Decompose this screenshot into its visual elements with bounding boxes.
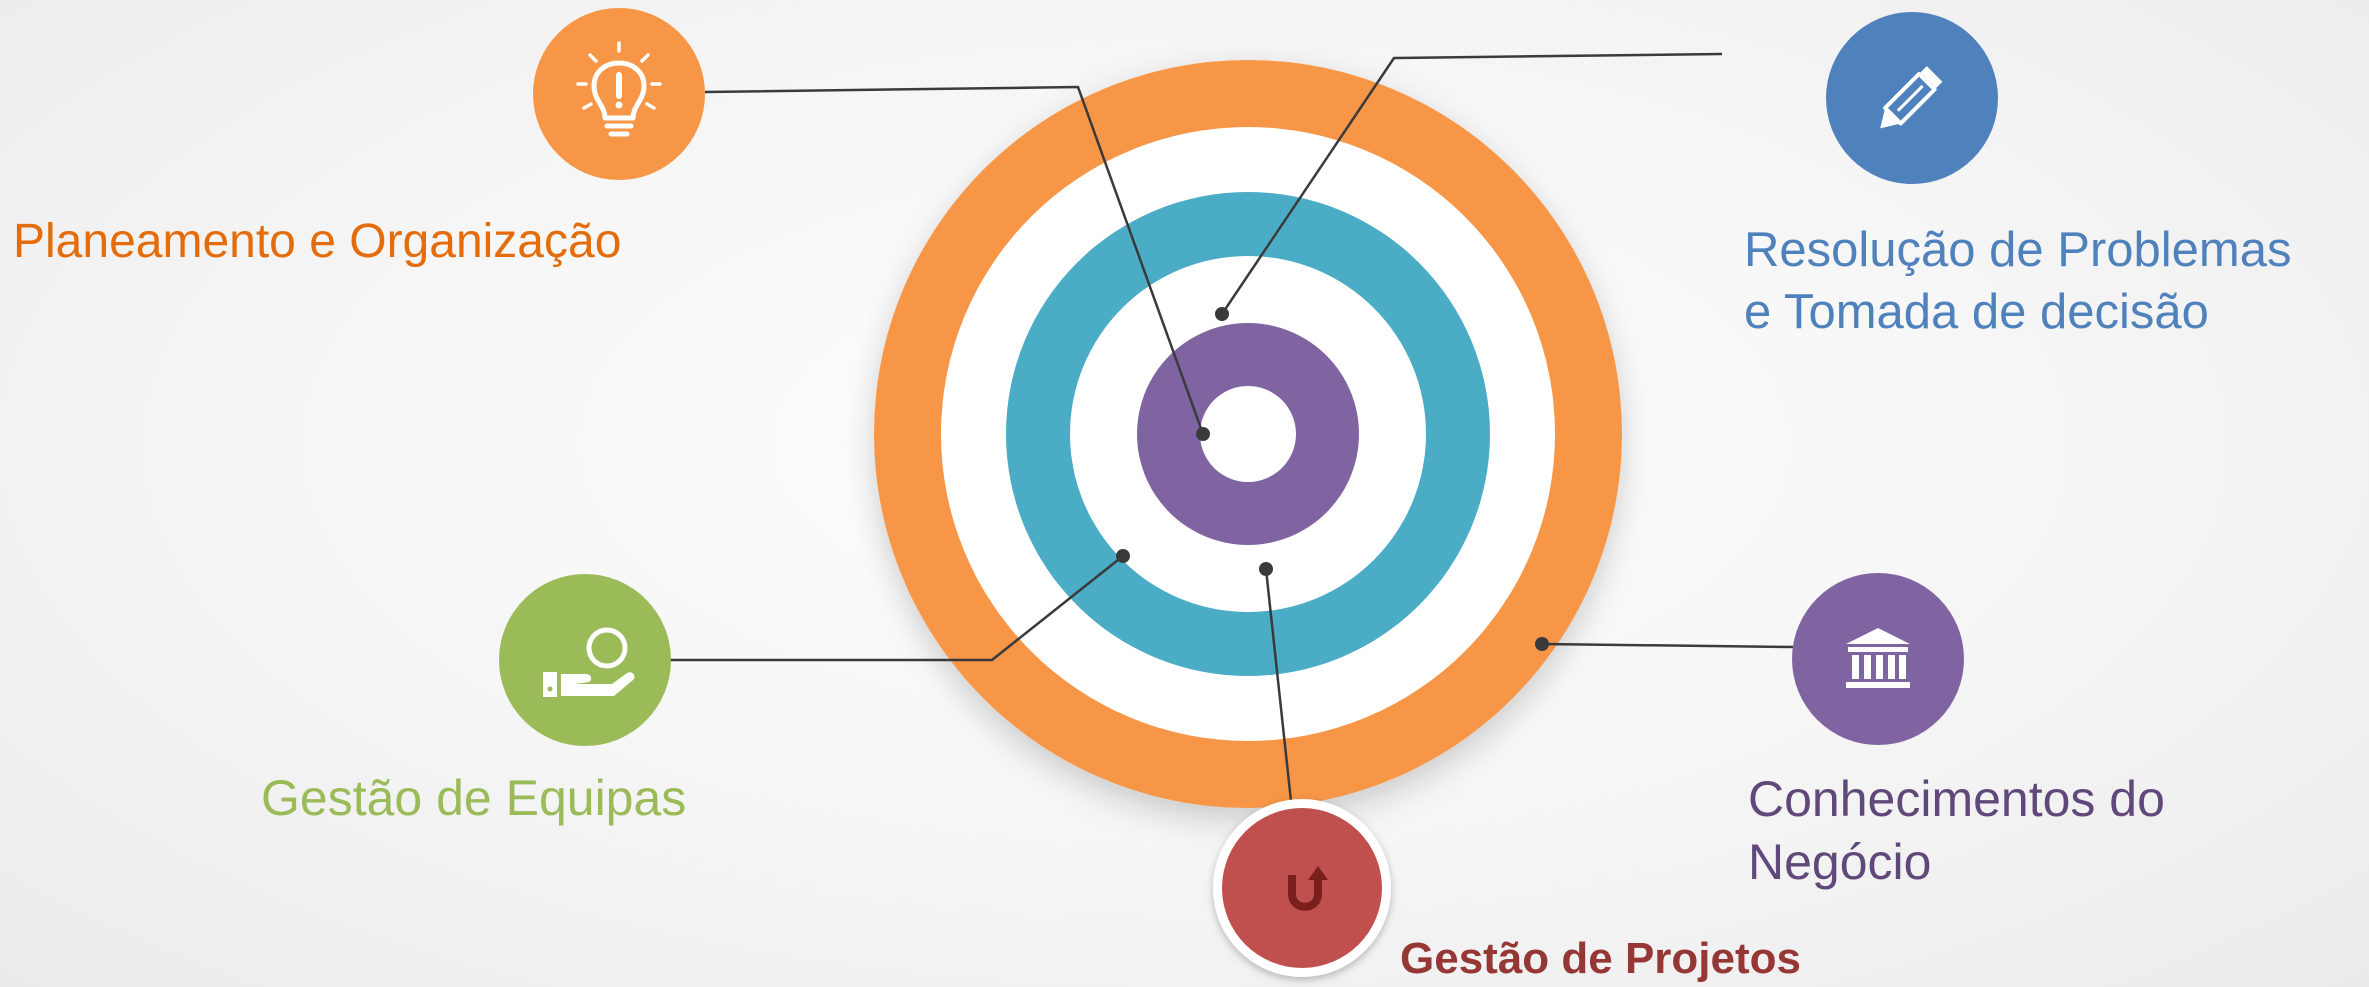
label-resolucao-line1: Resolução de Problemas — [1744, 223, 2292, 277]
connector-projetos — [1264, 568, 1296, 830]
connector-planeamento — [704, 85, 1205, 435]
u-turn-arrow-icon — [1288, 866, 1328, 911]
connector-resolucao — [1220, 52, 1723, 315]
hand-coin-icon — [543, 627, 635, 697]
dot-resolucao — [1215, 307, 1229, 321]
dot-projetos — [1259, 562, 1273, 576]
connector-equipas — [670, 555, 1124, 662]
label-negocio-line2: Negócio — [1748, 834, 1932, 890]
pencil-icon — [1880, 66, 1943, 129]
bubble-planeamento — [533, 8, 705, 180]
connector-dots — [1116, 307, 1549, 651]
bubble-negocio — [1792, 573, 1964, 745]
bank-icon — [1846, 628, 1910, 688]
connectors — [670, 52, 1794, 830]
dot-negocio — [1535, 637, 1549, 651]
label-resolucao-line2: e Tomada de decisão — [1744, 284, 2209, 339]
bubble-green — [499, 574, 671, 746]
dot-equipas — [1116, 549, 1130, 563]
dot-planeamento — [1196, 427, 1210, 441]
lightbulb-icon — [576, 41, 662, 137]
label-planeamento: Planeamento e Organização — [13, 215, 622, 268]
bubble-red — [1222, 808, 1382, 968]
bubble-resolucao — [1826, 12, 1998, 184]
connector-negocio — [1541, 642, 1794, 649]
bubble-equipas — [499, 574, 671, 746]
ring-center — [1200, 386, 1296, 482]
label-negocio-line1: Conhecimentos do — [1748, 771, 2165, 827]
label-negocio: Conhecimentos do Negócio — [1748, 768, 2165, 894]
label-projetos: Gestão de Projetos — [1400, 934, 1802, 983]
target-rings — [874, 60, 1622, 808]
bubble-projetos — [1213, 799, 1391, 977]
label-resolucao: Resolução de Problemas e Tomada de decis… — [1744, 220, 2291, 343]
label-equipas: Gestão de Equipas — [261, 770, 687, 826]
